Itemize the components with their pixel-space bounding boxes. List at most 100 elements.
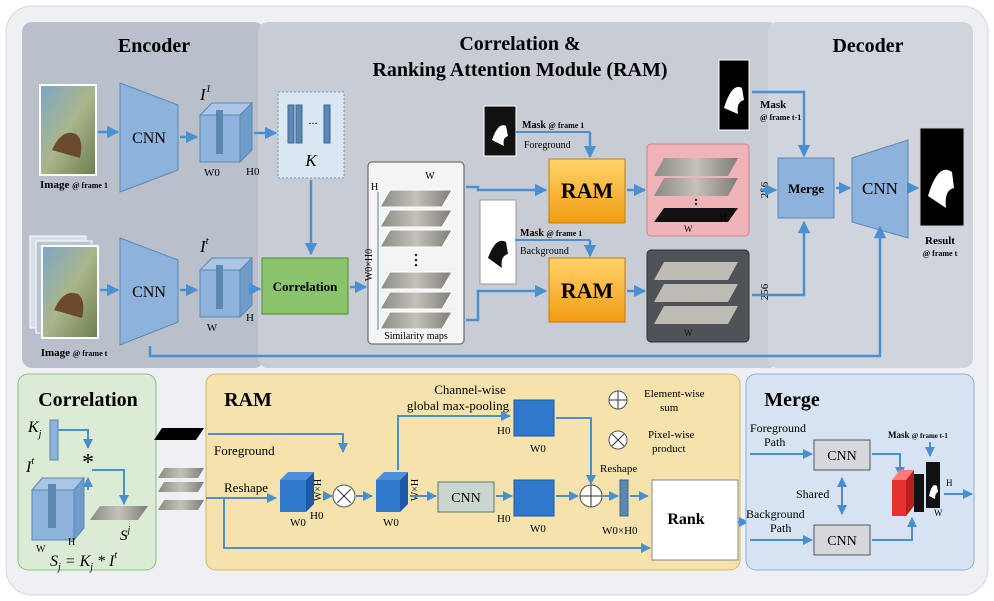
image-frame-t-stack (29, 235, 99, 339)
sim-w: W (425, 171, 435, 182)
pool-w0: W0 (530, 443, 546, 455)
ram-title-line2: Ranking Attention Module (RAM) (372, 59, 667, 81)
corr-feature-cube (30, 476, 86, 542)
background-label: Background (520, 246, 569, 257)
element-wise-sum-op (579, 484, 603, 508)
decoder-title: Decoder (832, 35, 903, 57)
feat-top-w: W0 (204, 167, 220, 179)
cnn-out-block (513, 479, 555, 517)
k-label: K (304, 151, 318, 170)
mask-bg-label: Mask @ frame 1 (520, 228, 582, 239)
legend-sum-line2: sum (660, 402, 679, 414)
pool-h0: H0 (497, 425, 511, 437)
pixel-wise-product-op (332, 484, 356, 508)
feat-top-h: H0 (246, 166, 260, 178)
similarity-map-stack (379, 189, 453, 330)
merge-bg-line2: Path (770, 521, 791, 535)
merge-fg-line2: Path (764, 435, 785, 449)
corr-it-label: It (25, 456, 34, 476)
ram-w0-b: W0 (383, 517, 399, 529)
correlation-detail-title: Correlation (38, 389, 138, 411)
ram-wh-b: W×H (410, 479, 421, 501)
rank-label: Rank (667, 511, 704, 528)
merge-cnn-top-label: CNN (827, 449, 857, 464)
pool-label-line2: global max-pooling (407, 398, 510, 413)
correlation-block (261, 257, 349, 315)
corr-kernel (49, 419, 59, 461)
merge-mask-label: Mask @ frame t-1 (888, 430, 948, 440)
corr-w: W (36, 544, 46, 555)
cnn-h0: H0 (497, 513, 511, 525)
encoder-cnn-bottom (119, 237, 179, 346)
merge-concat-stack (892, 462, 940, 516)
merge-shared: Shared (796, 487, 829, 501)
corr-formula: Sj = Kj * It (50, 550, 117, 573)
legend-product-icon (608, 430, 628, 450)
feature-cube-bottom (198, 256, 254, 319)
decoder-mask-sub: @ frame t-1 (760, 113, 801, 122)
corr-kj-label: Kj (27, 419, 42, 440)
decoder-cnn (851, 139, 909, 239)
feat-bottom-h: H (246, 312, 254, 324)
merge-cnn-top (813, 439, 871, 471)
sim-h: H (371, 182, 378, 193)
out-top-h: H (720, 212, 727, 222)
legend-sum-icon (608, 390, 628, 410)
foreground-label: Foreground (524, 140, 571, 151)
result-sub: @ frame t (923, 249, 958, 258)
merge-cnn-bottom (813, 524, 871, 556)
small-mask-thumb (154, 428, 204, 440)
merge-h: H (946, 478, 953, 488)
ram-detail-title: RAM (224, 389, 272, 411)
encoder-title: Encoder (118, 35, 190, 57)
pool-block (513, 399, 555, 437)
pool-label-line1: Channel-wise (434, 382, 506, 397)
decoder-cnn-label: CNN (862, 179, 898, 198)
correlation-block-label: Correlation (273, 279, 339, 294)
legend-prod-line2: product (652, 443, 686, 455)
corr-star: * (82, 450, 94, 476)
ram-detail-cnn (437, 481, 495, 513)
k-dots: ... (309, 113, 318, 127)
encoder-cnn-top-label: CNN (132, 130, 166, 147)
out-bottom-256: 256 (759, 283, 771, 300)
corr-sim-map (90, 506, 148, 520)
ram-detail-cube-b (376, 472, 408, 512)
ram-top-label: RAM (561, 178, 614, 203)
ram-detail-cube-a (280, 472, 314, 512)
sim-maps-label: Similarity maps (384, 331, 448, 342)
feature-cube-top (198, 101, 254, 164)
out-bottom-w: W (684, 328, 693, 338)
ram-wh-a: W×H (313, 479, 324, 501)
ram-detail-panel (205, 373, 741, 571)
ram-detail-reshape-left: Reshape (224, 480, 268, 495)
sim-side: W0×H0 (364, 249, 375, 281)
image-frame-1 (39, 84, 97, 176)
result-label: Result (925, 235, 955, 247)
ram-block-bottom (548, 257, 626, 323)
image-bottom-label: Image @ frame t (41, 347, 108, 359)
merge-w: W (934, 508, 943, 518)
corr-sj-label: Sj (120, 525, 131, 544)
ram-block-top (548, 158, 626, 224)
ram-detail-cnn-label: CNN (451, 491, 481, 506)
mask-fg-label: Mask @ frame 1 (522, 120, 584, 131)
ram-w0h0: W0×H0 (602, 525, 638, 537)
feat-bottom-w: W (207, 322, 218, 334)
merge-detail-title: Merge (764, 389, 820, 411)
rank-block (651, 479, 739, 561)
feat-bottom-label: It (199, 235, 210, 256)
merge-block (777, 157, 835, 219)
image-top-label: Image @ frame 1 (40, 179, 108, 191)
ram-detail-foreground: Foreground (214, 443, 275, 458)
merge-block-label: Merge (788, 181, 824, 196)
merge-cnn-bottom-label: CNN (827, 534, 857, 549)
merge-fg-line1: Foreground (750, 421, 806, 435)
skip-connection (148, 225, 887, 358)
out-top-w: W (684, 224, 693, 234)
corr-h: H (68, 537, 75, 548)
encoder-cnn-bottom-label: CNN (132, 284, 166, 301)
legend-prod-line1: Pixel-wise (648, 429, 695, 441)
legend-sum-line1: Element-wise (644, 388, 705, 400)
ram-w0-a: W0 (290, 517, 306, 529)
